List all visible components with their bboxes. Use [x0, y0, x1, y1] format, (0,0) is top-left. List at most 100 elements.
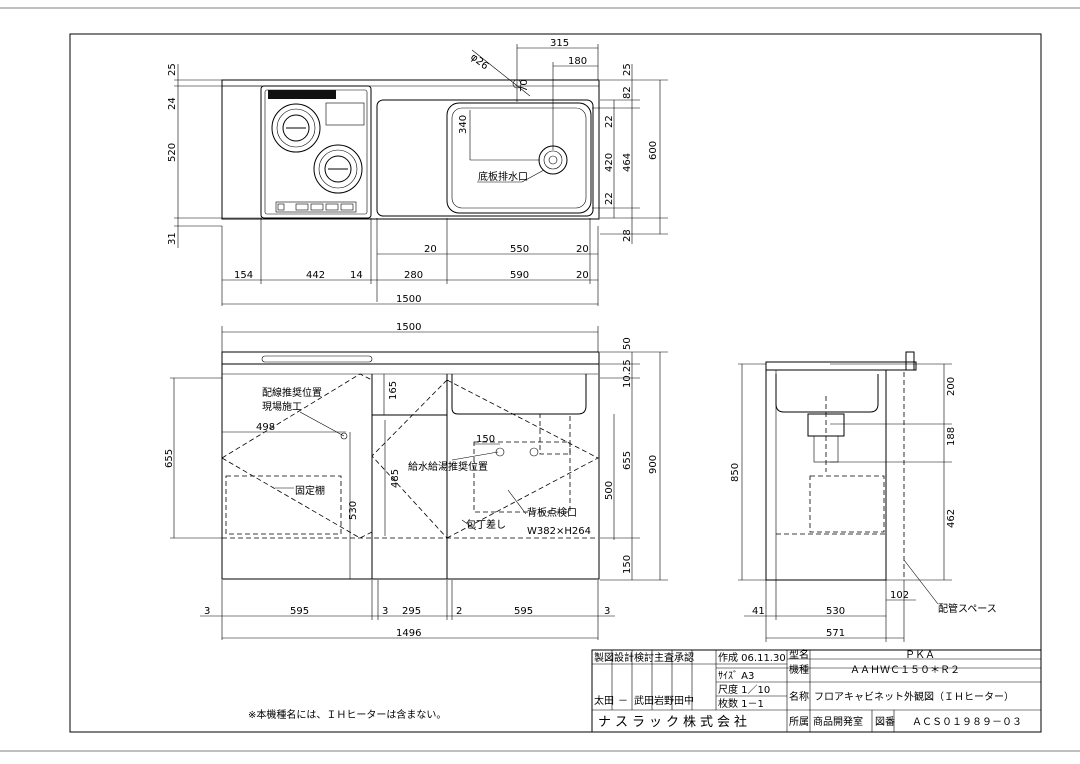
- plan-view: 底板排水口 340 315 180 φ26 70 25 24 520 31: [167, 38, 668, 306]
- svg-text:太田: 太田: [594, 694, 614, 707]
- side-countertop: [765, 361, 917, 371]
- svg-text:岩野: 岩野: [654, 694, 674, 707]
- svg-text:ナスラック株式会社: ナスラック株式会社: [598, 714, 751, 730]
- svg-text:フロアキャビネット外観図（ＩＨヒーター）: フロアキャビネット外観図（ＩＨヒーター）: [814, 690, 1014, 703]
- svg-text:3: 3: [604, 606, 610, 617]
- svg-text:315: 315: [550, 38, 569, 49]
- svg-text:595: 595: [290, 606, 309, 617]
- svg-text:188: 188: [946, 427, 957, 446]
- cabinet-body: [221, 363, 600, 580]
- svg-text:作成 06.11.30: 作成 06.11.30: [718, 652, 786, 664]
- svg-text:ＡＡＨＷＣ１５０＊Ｒ２: ＡＡＨＷＣ１５０＊Ｒ２: [850, 665, 960, 676]
- svg-text:枚数 1－1: 枚数 1－1: [718, 697, 764, 710]
- svg-text:配線推奨位置: 配線推奨位置: [262, 386, 322, 399]
- svg-text:製図: 製図: [594, 651, 614, 664]
- svg-text:承認: 承認: [674, 651, 694, 664]
- svg-text:配管スペース: 配管スペース: [938, 602, 997, 615]
- svg-text:655: 655: [164, 449, 175, 468]
- svg-text:主査: 主査: [654, 651, 674, 664]
- svg-text:70: 70: [519, 79, 530, 92]
- drawing-frame: [69, 33, 1042, 733]
- sink-area: [376, 99, 594, 217]
- svg-text:200: 200: [946, 377, 957, 396]
- svg-text:571: 571: [826, 628, 845, 639]
- side-cabinet: [765, 369, 887, 581]
- svg-text:1496: 1496: [396, 628, 421, 639]
- svg-text:3: 3: [204, 606, 210, 617]
- svg-text:2: 2: [456, 606, 462, 617]
- countertop-outline: [221, 79, 600, 220]
- svg-text:420: 420: [604, 153, 615, 172]
- drain-label: 底板排水口: [478, 170, 528, 183]
- svg-text:464: 464: [622, 153, 633, 172]
- svg-text:－: －: [618, 696, 628, 707]
- svg-text:82: 82: [622, 86, 633, 99]
- svg-text:武田: 武田: [634, 694, 654, 707]
- svg-text:485: 485: [390, 469, 401, 488]
- sink-bowl: [446, 102, 592, 214]
- svg-text:20: 20: [576, 244, 589, 255]
- ih-controls: [275, 201, 357, 213]
- svg-text:3: 3: [382, 606, 388, 617]
- svg-text:295: 295: [402, 606, 421, 617]
- svg-text:W382×H264: W382×H264: [527, 526, 591, 537]
- ih-vent: [268, 90, 336, 99]
- svg-text:165: 165: [388, 381, 399, 400]
- svg-text:900: 900: [648, 455, 659, 474]
- front-view: 1500 固定棚 背板点検口 W382×H264 包丁差し 配線推奨位置: [164, 322, 668, 640]
- svg-text:498: 498: [256, 422, 275, 433]
- svg-text:22: 22: [604, 115, 615, 128]
- svg-text:50: 50: [622, 337, 633, 350]
- svg-text:給水給湯推奨位置: 給水給湯推奨位置: [408, 460, 488, 473]
- svg-text:20: 20: [424, 244, 437, 255]
- svg-text:田中: 田中: [674, 694, 694, 707]
- svg-text:24: 24: [167, 97, 178, 110]
- title-block: 製図 設計 検討 主査 承認 太田 － 武田 岩野 田中 作成 06.11.30…: [591, 648, 1042, 733]
- svg-text:655: 655: [622, 451, 633, 470]
- svg-text:590: 590: [510, 270, 529, 281]
- svg-text:31: 31: [167, 232, 178, 245]
- svg-text:1500: 1500: [396, 322, 421, 333]
- svg-text:1500: 1500: [396, 294, 421, 305]
- fixed-shelf: [225, 475, 342, 535]
- svg-text:尺度 1／10: 尺度 1／10: [718, 683, 770, 696]
- svg-text:包丁差し: 包丁差し: [466, 518, 506, 531]
- svg-text:102: 102: [890, 590, 909, 601]
- side-sink: [775, 374, 879, 413]
- svg-text:25: 25: [167, 63, 178, 76]
- svg-text:所属: 所属: [789, 716, 809, 728]
- svg-text:28: 28: [622, 229, 633, 242]
- svg-text:850: 850: [730, 463, 741, 482]
- svg-text:名称: 名称: [789, 690, 809, 703]
- svg-text:20: 20: [576, 270, 589, 281]
- svg-text:10.25: 10.25: [622, 359, 633, 388]
- svg-text:595: 595: [514, 606, 533, 617]
- note: ※本機種名には、ＩＨヒーターは含まない。: [248, 708, 446, 721]
- svg-text:462: 462: [946, 509, 957, 528]
- svg-text:150: 150: [476, 434, 495, 445]
- svg-text:図番: 図番: [875, 716, 895, 728]
- svg-text:530: 530: [348, 501, 359, 520]
- svg-text:ＡＣＳ０１９８９－０３: ＡＣＳ０１９８９－０３: [912, 717, 1022, 728]
- svg-text:検討: 検討: [634, 651, 654, 664]
- svg-text:ｻｲｽﾞ A3: ｻｲｽﾞ A3: [718, 670, 754, 682]
- svg-text:22: 22: [604, 192, 615, 205]
- svg-text:現場施工: 現場施工: [262, 400, 302, 413]
- drain-outlet: [538, 145, 568, 175]
- svg-text:商品開発室: 商品開発室: [813, 715, 863, 728]
- svg-text:41: 41: [752, 606, 765, 617]
- svg-text:25: 25: [622, 63, 633, 76]
- ih-cooktop: [260, 85, 372, 219]
- burner-right-outer: [313, 144, 363, 194]
- svg-text:14: 14: [350, 270, 363, 281]
- svg-text:154: 154: [234, 270, 253, 281]
- burner-left-outer: [271, 103, 321, 153]
- svg-text:280: 280: [404, 270, 423, 281]
- svg-text:ＰＫＡ: ＰＫＡ: [905, 650, 935, 661]
- svg-text:背板点検口: 背板点検口: [527, 506, 577, 519]
- svg-text:600: 600: [648, 141, 659, 160]
- svg-text:機種: 機種: [789, 663, 809, 676]
- svg-text:設計: 設計: [614, 651, 634, 664]
